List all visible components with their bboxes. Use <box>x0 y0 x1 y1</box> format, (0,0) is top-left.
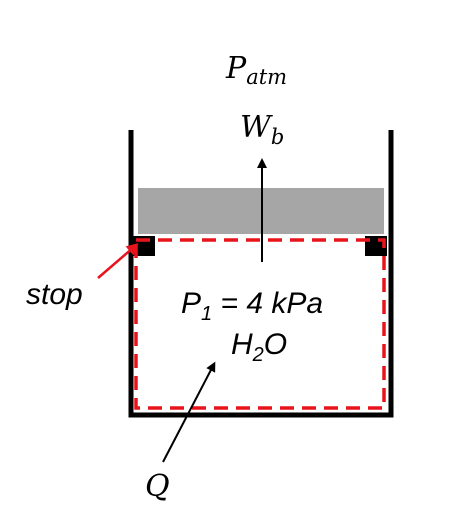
atmospheric-pressure-label: Patm <box>225 51 287 89</box>
substance-label: H2O <box>231 328 287 366</box>
heat-arrow <box>162 361 216 463</box>
stop-label: stop <box>26 278 83 311</box>
heat-label: Q <box>145 469 170 504</box>
cylinder-wall <box>128 130 394 418</box>
system-boundary <box>134 238 386 410</box>
boundary-work-label: Wb <box>240 110 284 149</box>
stop-arrow <box>97 243 139 279</box>
initial-pressure-label: P1 = 4 kPa <box>181 287 323 325</box>
